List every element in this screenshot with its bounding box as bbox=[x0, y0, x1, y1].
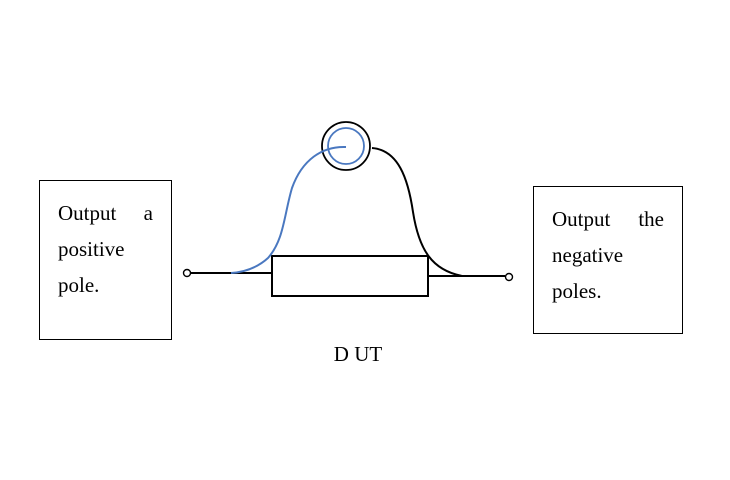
positive-pole-line-3: pole. bbox=[58, 273, 100, 297]
return-lead bbox=[371, 147, 463, 277]
positive-pole-word-a: a bbox=[143, 201, 153, 225]
probe-inner-ring-icon bbox=[327, 127, 365, 165]
dut-body bbox=[271, 255, 429, 297]
dut-label: D UT bbox=[333, 342, 383, 366]
positive-pole-word-output: Output bbox=[58, 201, 117, 225]
negative-pole-line-3: poles. bbox=[552, 279, 602, 303]
probe-lead bbox=[230, 145, 347, 274]
negative-pole-word-the: the bbox=[638, 207, 664, 231]
negative-pole-word-output: Output bbox=[552, 207, 611, 231]
negative-pole-box: Output the negative poles. bbox=[533, 186, 683, 334]
positive-terminal-icon bbox=[182, 268, 192, 278]
negative-terminal-icon bbox=[504, 272, 514, 282]
positive-pole-line-2: positive bbox=[58, 237, 125, 261]
negative-pole-line-1: Output the bbox=[552, 201, 664, 237]
positive-pole-line-1: Output a bbox=[58, 195, 153, 231]
negative-pole-line-2: negative bbox=[552, 243, 624, 267]
positive-pole-box: Output a positive pole. bbox=[39, 180, 172, 340]
